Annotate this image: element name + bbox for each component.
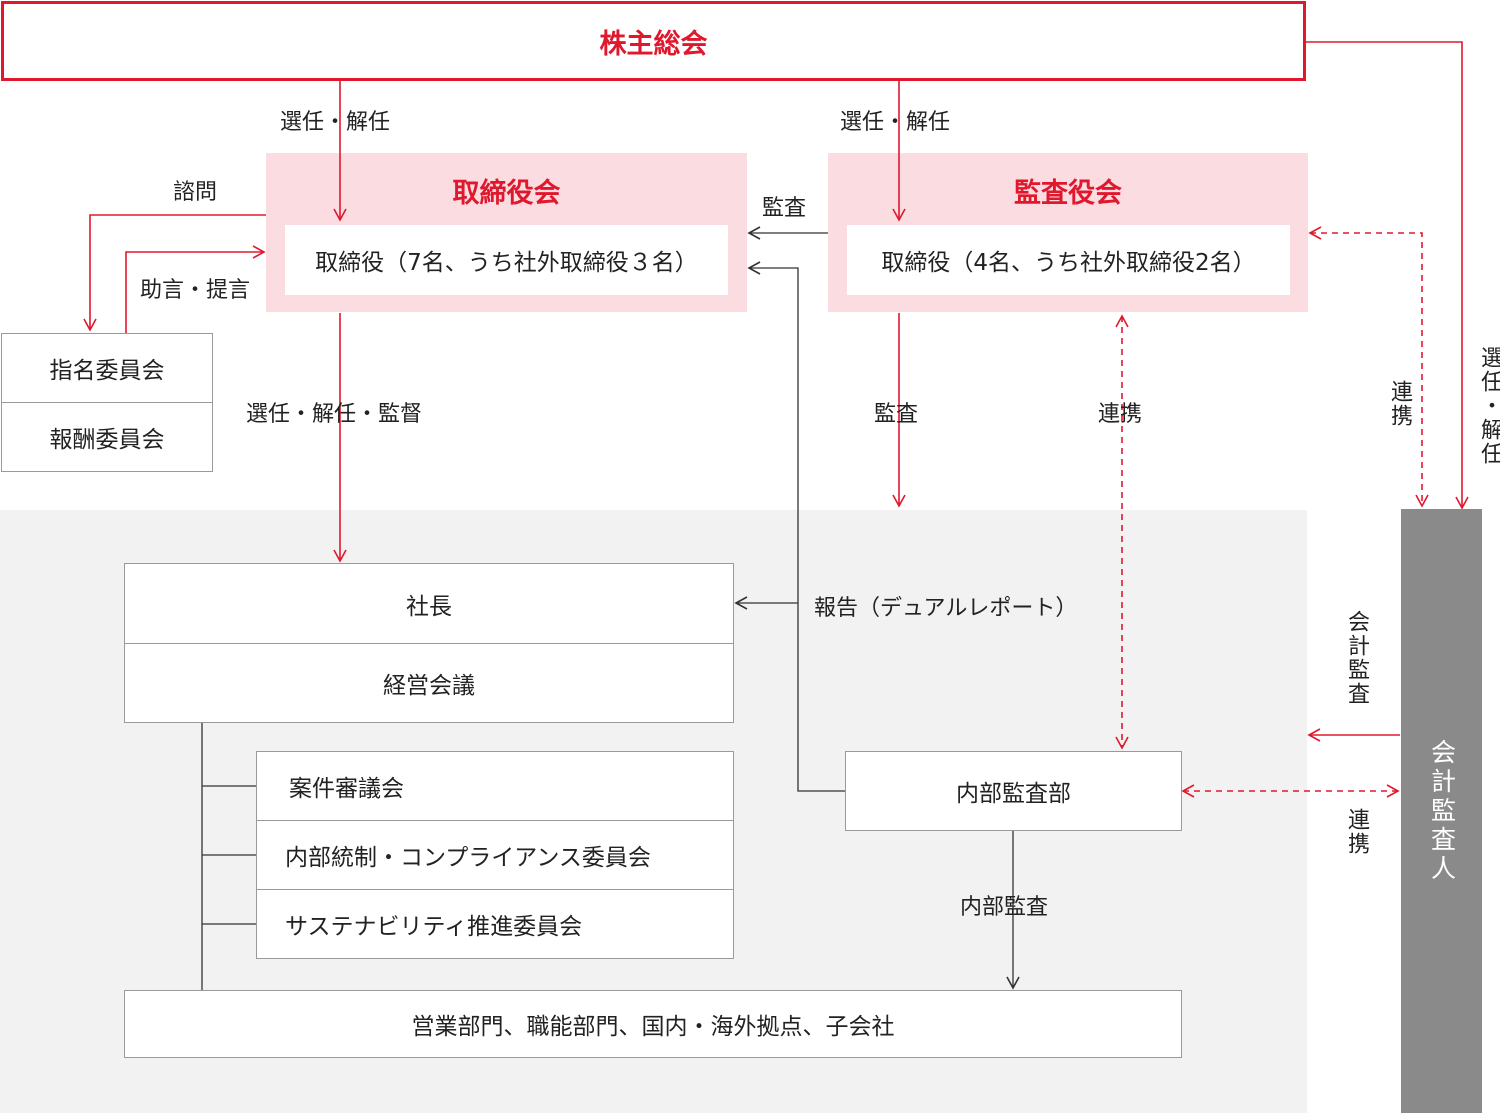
label-cooperation-internal: 連携 bbox=[1098, 402, 1143, 427]
sub-committee-3: サステナビリティ推進委員会 bbox=[256, 889, 734, 959]
label-appoint-dismiss-auditor: 選任・解任 bbox=[1477, 346, 1500, 466]
shareholders-meeting-label: 株主総会 bbox=[599, 28, 708, 60]
sub-committee-1: 案件審議会 bbox=[256, 751, 734, 821]
audit-board-title: 監査役会 bbox=[1014, 177, 1122, 209]
board-title: 取締役会 bbox=[452, 177, 561, 209]
line-audit-board-auditor-coop bbox=[1308, 226, 1429, 508]
external-auditor-label: 会計監査人 bbox=[1427, 738, 1457, 884]
shareholders-meeting-box: 株主総会 bbox=[1, 1, 1306, 81]
operations-box: 営業部門、職能部門、国内・海外拠点、子会社 bbox=[124, 990, 1182, 1058]
board-members-box: 取締役（7名、うち社外取締役３名） bbox=[285, 225, 728, 295]
label-cooperation-internal-auditor: 連携 bbox=[1344, 808, 1369, 856]
president-box: 社長 bbox=[124, 563, 734, 644]
label-audit-to-board: 監査 bbox=[762, 196, 807, 221]
label-consult: 諮問 bbox=[173, 180, 218, 205]
label-appoint-dismiss-audit: 選任・解任 bbox=[840, 110, 951, 135]
line-shareholders-to-auditor bbox=[1306, 41, 1469, 510]
nomination-committee-box: 指名委員会 bbox=[1, 333, 213, 403]
label-appoint-dismiss-board: 選任・解任 bbox=[280, 110, 391, 135]
label-audit-down: 監査 bbox=[874, 402, 919, 427]
sub-committee-2: 内部統制・コンプライアンス委員会 bbox=[256, 820, 734, 890]
internal-audit-dept-box: 内部監査部 bbox=[845, 751, 1182, 831]
audit-board-members-label: 取締役（4名、うち社外取締役2名） bbox=[881, 250, 1256, 276]
label-internal-audit: 内部監査 bbox=[960, 895, 1049, 920]
compensation-committee-box: 報酬委員会 bbox=[1, 402, 213, 472]
label-appoint-dismiss-supervise: 選任・解任・監督 bbox=[246, 402, 423, 427]
audit-board-members-box: 取締役（4名、うち社外取締役2名） bbox=[847, 225, 1290, 295]
label-advice: 助言・提言 bbox=[140, 278, 251, 303]
label-accounting-audit: 会計監査 bbox=[1344, 610, 1369, 706]
line-consult bbox=[83, 214, 266, 332]
line-advice bbox=[125, 245, 266, 333]
board-members-label: 取締役（7名、うち社外取締役３名） bbox=[315, 250, 698, 276]
line-report-to-board bbox=[747, 261, 845, 792]
label-report: 報告（デュアルレポート） bbox=[814, 596, 1078, 621]
management-meeting-box: 経営会議 bbox=[124, 643, 734, 723]
external-auditor-box: 会計監査人 bbox=[1401, 509, 1482, 1113]
label-cooperation-auditor: 連携 bbox=[1387, 380, 1412, 428]
